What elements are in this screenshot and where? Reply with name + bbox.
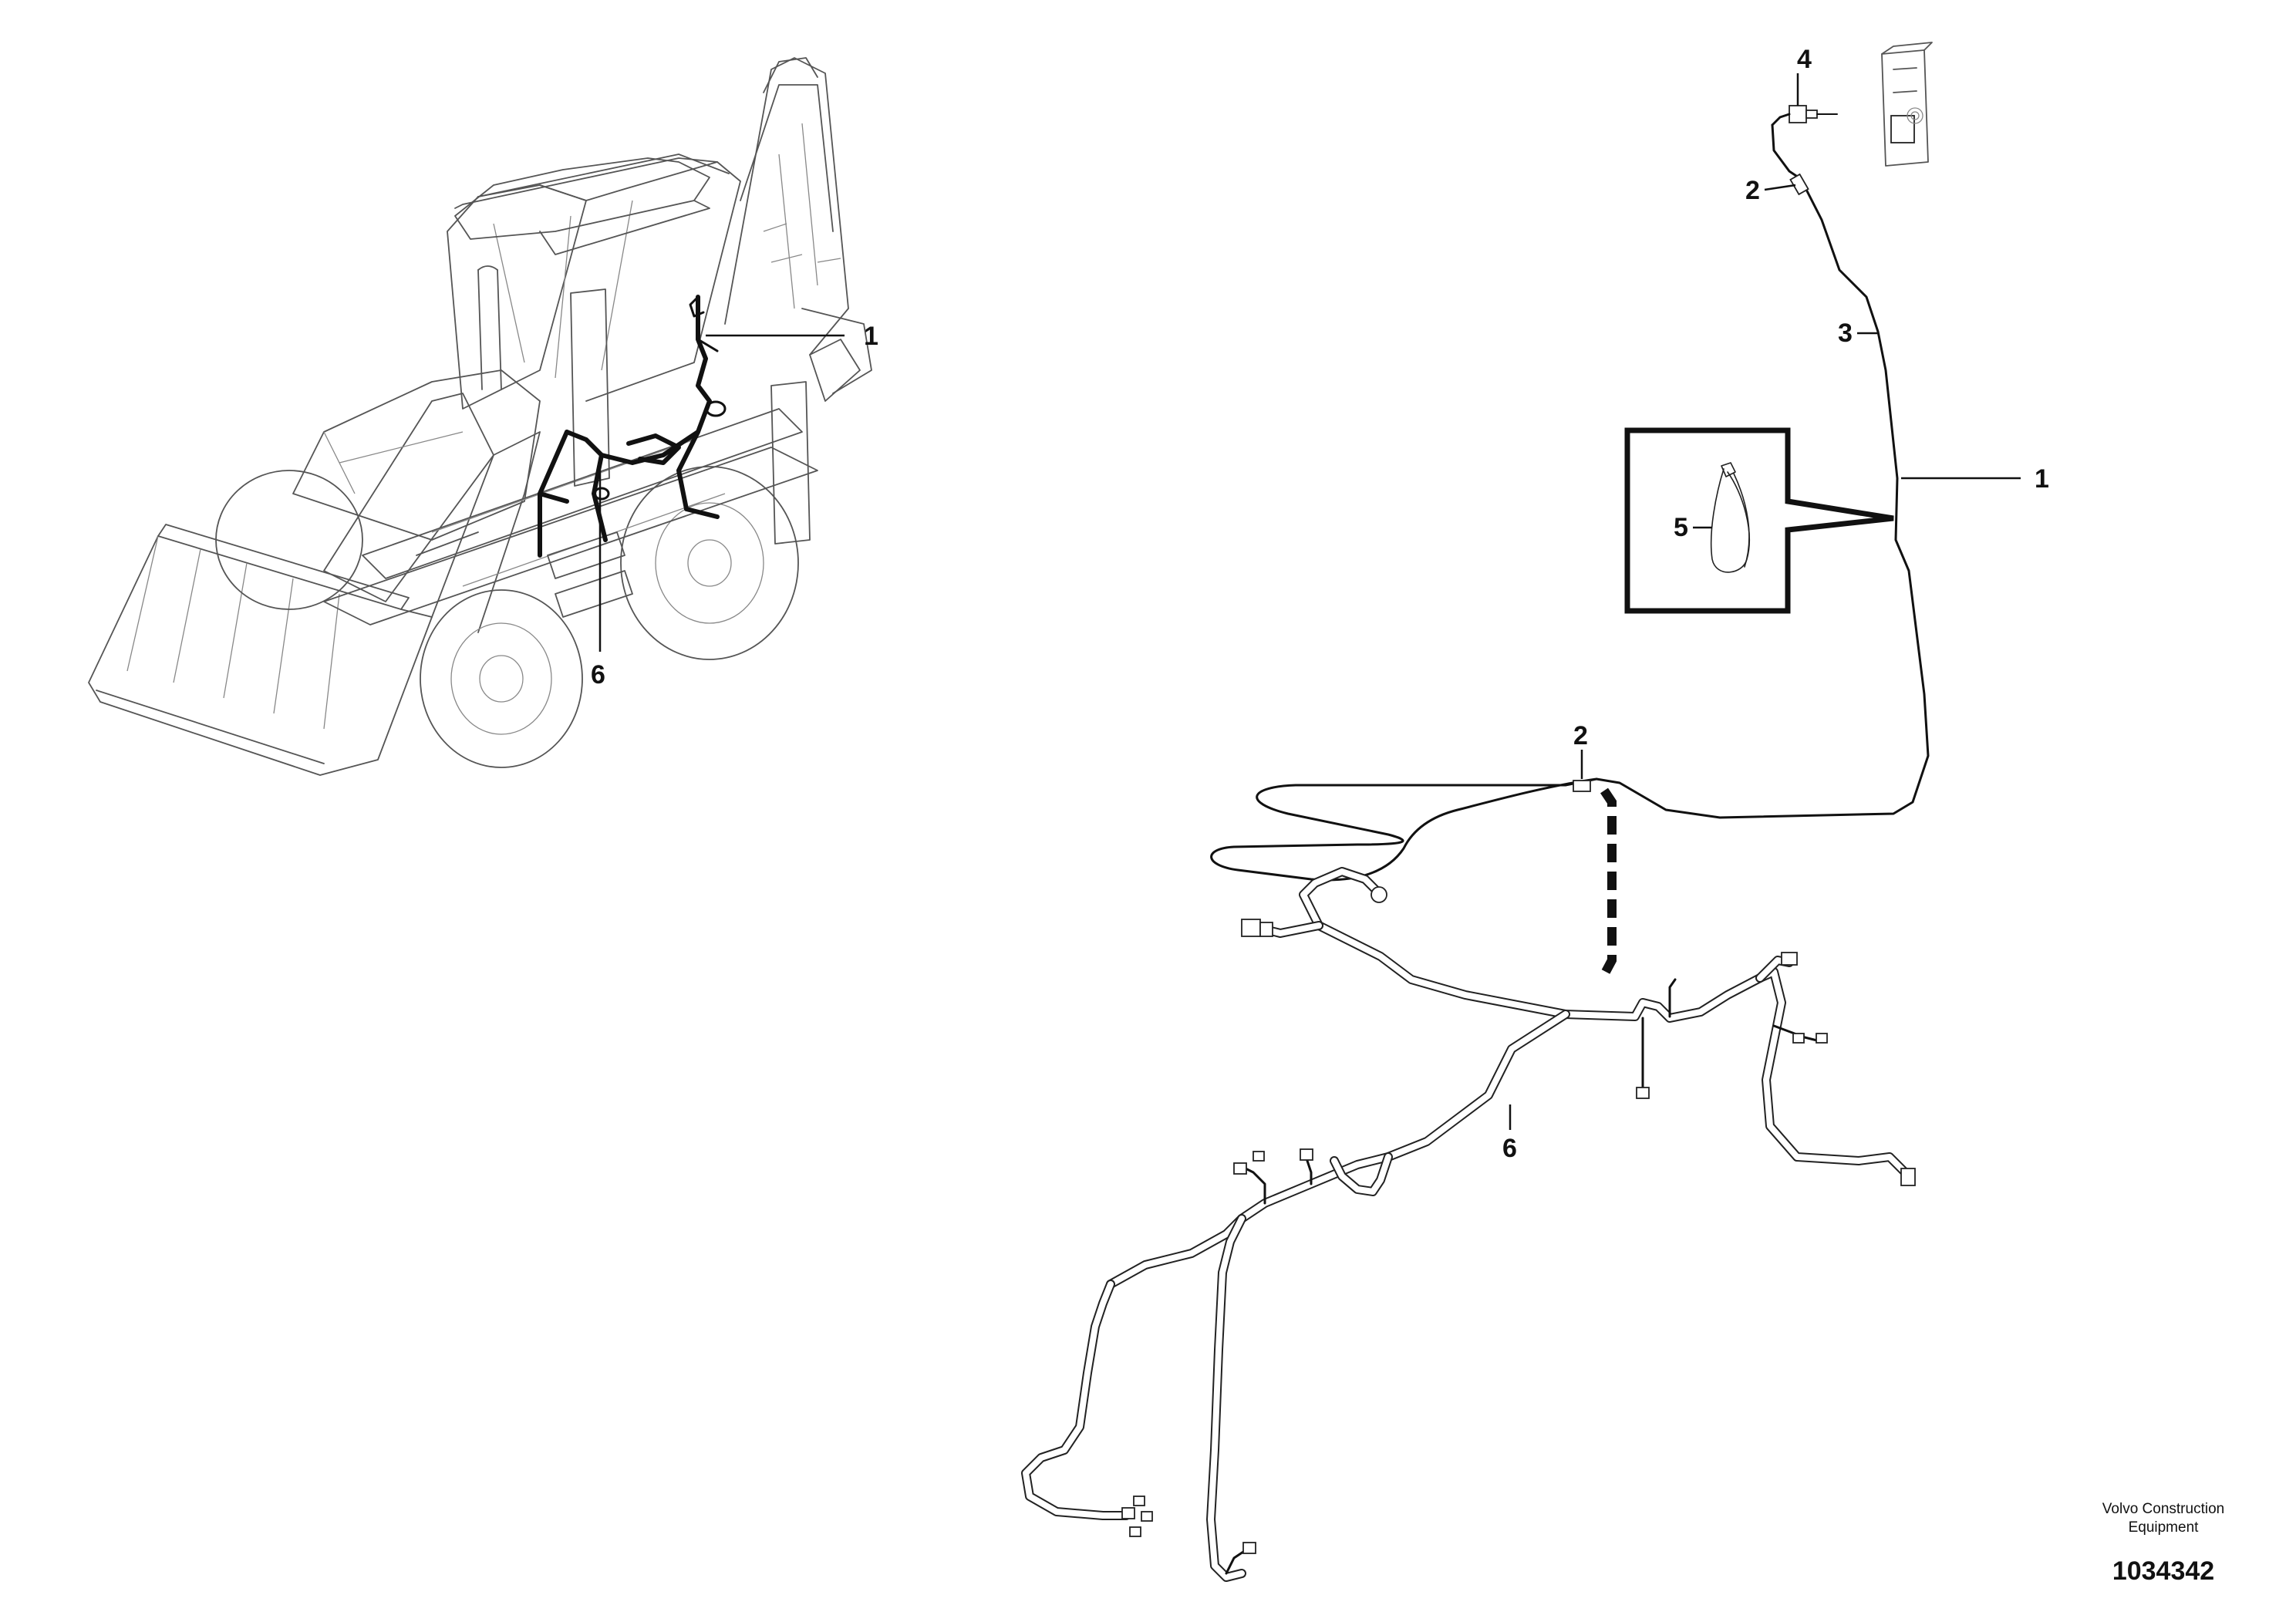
- callout-tie-5: 5: [1674, 513, 1688, 542]
- callout-cable-3: 3: [1838, 319, 1853, 348]
- company-name-line2: Equipment: [2129, 1519, 2200, 1536]
- callout-harness-6: 6: [1502, 1134, 1517, 1163]
- cable-tie-icon: [1710, 468, 1750, 573]
- company-name-line1: Volvo Construction: [2102, 1501, 2224, 1517]
- backhoe-loader-illustration: [88, 57, 872, 776]
- callout-sensor-4: 4: [1797, 45, 1812, 74]
- callout-machine-1: 1: [864, 322, 878, 351]
- callout-machine-6: 6: [591, 660, 605, 690]
- main-wiring-harness: [1021, 777, 1916, 1582]
- callout-splice-2-top: 2: [1745, 176, 1760, 205]
- callout-harness-1: 1: [2035, 464, 2049, 494]
- pressure-sensor-assembly: [1595, 42, 1933, 819]
- document-number: 1034342: [2112, 1556, 2214, 1586]
- callout-splice-2-mid: 2: [1573, 721, 1588, 750]
- cable-tie-detail: [1624, 427, 1894, 614]
- pressure-sensor: [1789, 105, 1807, 123]
- machine-harness-route: [565, 295, 712, 465]
